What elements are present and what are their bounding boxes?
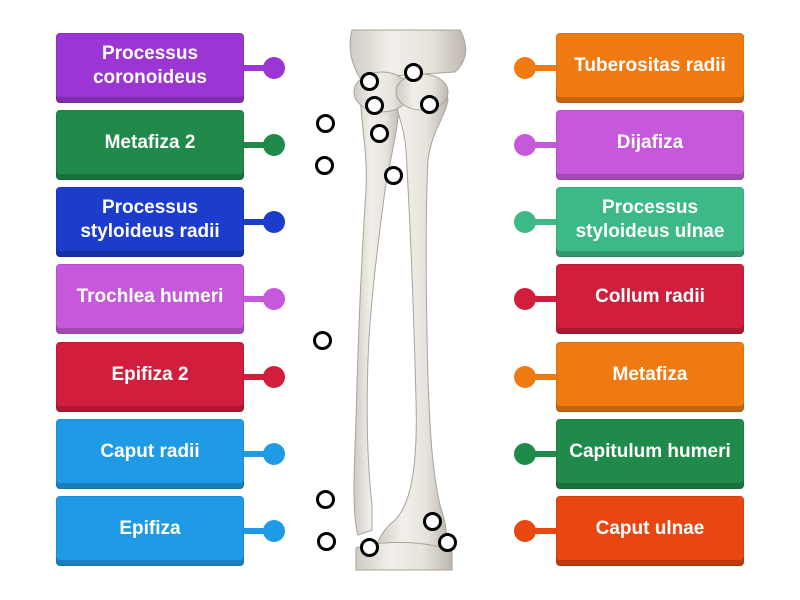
drop-target-hotspot[interactable] — [365, 96, 384, 115]
label-pin[interactable] — [514, 366, 536, 388]
label-text: Processus styloideus radii — [80, 197, 220, 242]
drop-target-hotspot[interactable] — [423, 512, 442, 531]
label-connector — [530, 451, 556, 457]
label-trochlea-humeri[interactable]: Trochlea humeri — [56, 264, 244, 334]
label-connector — [530, 142, 556, 148]
label-pin[interactable] — [263, 134, 285, 156]
drop-target-hotspot[interactable] — [316, 490, 335, 509]
drop-target-hotspot[interactable] — [360, 538, 379, 557]
label-collum-radii[interactable]: Collum radii — [556, 264, 744, 334]
label-pin[interactable] — [514, 443, 536, 465]
label-connector — [244, 451, 270, 457]
label-pin[interactable] — [514, 288, 536, 310]
label-connector — [244, 219, 270, 225]
label-text: Metafiza — [612, 364, 688, 385]
drop-target-hotspot[interactable] — [438, 533, 457, 552]
label-pin[interactable] — [514, 211, 536, 233]
label-pin[interactable] — [514, 57, 536, 79]
label-pin[interactable] — [514, 134, 536, 156]
label-text: Tuberositas radii — [574, 55, 726, 76]
label-pin[interactable] — [263, 57, 285, 79]
label-connector — [530, 374, 556, 380]
label-epifiza-2[interactable]: Epifiza 2 — [56, 342, 244, 412]
label-text: Epifiza — [119, 518, 181, 539]
label-text: Metafiza 2 — [104, 132, 196, 153]
drop-target-hotspot[interactable] — [360, 72, 379, 91]
label-connector — [530, 219, 556, 225]
label-text: Caput radii — [100, 441, 200, 462]
drop-target-hotspot[interactable] — [420, 95, 439, 114]
label-connector — [530, 528, 556, 534]
label-text: Caput ulnae — [595, 518, 705, 539]
label-processus-styloideus-ulnae[interactable]: Processus styloideus ulnae — [556, 187, 744, 257]
label-pin[interactable] — [263, 520, 285, 542]
label-metafiza-2[interactable]: Metafiza 2 — [56, 110, 244, 180]
label-pin[interactable] — [263, 443, 285, 465]
label-text: Dijafiza — [616, 132, 684, 153]
label-text: Collum radii — [595, 286, 705, 307]
label-text: Epifiza 2 — [111, 364, 189, 385]
label-dijafiza[interactable]: Dijafiza — [556, 110, 744, 180]
label-caput-radii[interactable]: Caput radii — [56, 419, 244, 489]
drop-target-hotspot[interactable] — [384, 166, 403, 185]
drop-target-hotspot[interactable] — [313, 331, 332, 350]
drop-target-hotspot[interactable] — [315, 156, 334, 175]
label-text: Capitulum humeri — [569, 441, 731, 462]
label-capitulum-humeri[interactable]: Capitulum humeri — [556, 419, 744, 489]
label-connector — [244, 296, 270, 302]
label-connector — [244, 528, 270, 534]
drop-target-hotspot[interactable] — [317, 532, 336, 551]
label-pin[interactable] — [263, 211, 285, 233]
drop-target-hotspot[interactable] — [370, 124, 389, 143]
label-connector — [244, 374, 270, 380]
label-caput-ulnae[interactable]: Caput ulnae — [556, 496, 744, 566]
label-text: Processus coronoideus — [92, 43, 207, 88]
label-tuberositas-radii[interactable]: Tuberositas radii — [556, 33, 744, 103]
label-pin[interactable] — [263, 366, 285, 388]
label-pin[interactable] — [263, 288, 285, 310]
drop-target-hotspot[interactable] — [404, 63, 423, 82]
label-text: Trochlea humeri — [76, 286, 224, 307]
label-pin[interactable] — [514, 520, 536, 542]
label-connector — [530, 65, 556, 71]
label-metafiza[interactable]: Metafiza — [556, 342, 744, 412]
label-processus-coronoideus[interactable]: Processus coronoideus — [56, 33, 244, 103]
label-connector — [244, 142, 270, 148]
label-connector — [244, 65, 270, 71]
label-processus-styloideus-radii[interactable]: Processus styloideus radii — [56, 187, 244, 257]
label-connector — [530, 296, 556, 302]
drop-target-hotspot[interactable] — [316, 114, 335, 133]
label-text: Processus styloideus ulnae — [575, 197, 725, 242]
label-epifiza[interactable]: Epifiza — [56, 496, 244, 566]
